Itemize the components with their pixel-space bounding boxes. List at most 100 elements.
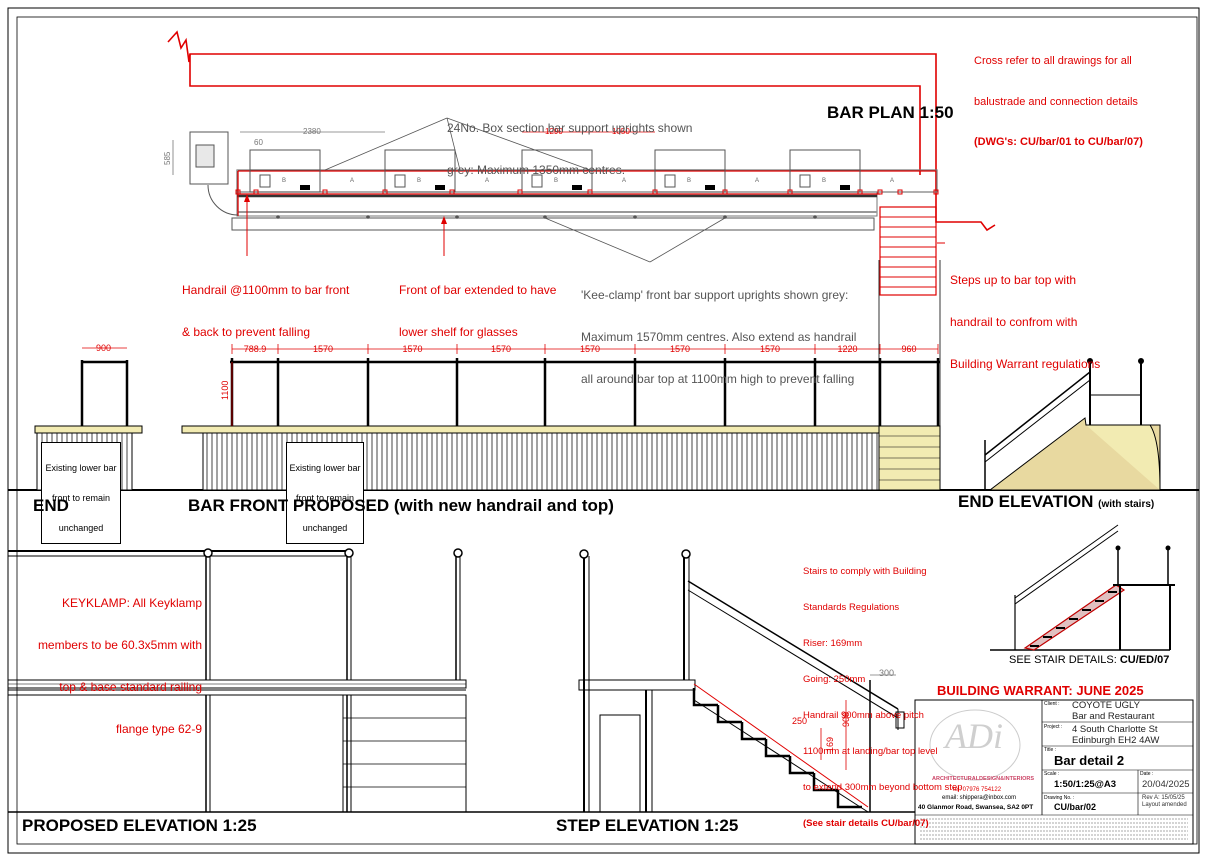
plan-upright-dot xyxy=(633,215,637,219)
plan-sink xyxy=(799,174,811,188)
end-bar-top xyxy=(34,425,143,434)
plan-unit-base xyxy=(654,169,726,193)
outer-border xyxy=(7,7,1200,854)
company-email: email: shippera@inbox.com xyxy=(942,795,1017,801)
proposed-elevation-title: PROPOSED ELEVATION 1:25 xyxy=(22,816,257,835)
dim-1050: 1050 xyxy=(612,127,630,136)
dim-2380: 2380 xyxy=(303,127,321,136)
end-elevation xyxy=(984,358,1161,491)
zone-label-a: A xyxy=(350,178,354,184)
inner-border xyxy=(16,16,1198,845)
title-value: Bar detail 2 xyxy=(1054,753,1125,768)
plan-post-marker xyxy=(449,189,455,195)
plan-sink xyxy=(664,174,676,188)
zone-label-b: B xyxy=(554,178,558,184)
zone-label-b: B xyxy=(822,178,826,184)
zone-label-b: B xyxy=(687,178,691,184)
plan-post-marker xyxy=(322,189,328,195)
dim-60: 60 xyxy=(254,138,263,147)
title-block xyxy=(914,699,1194,845)
keeclamp-note: 'Kee-clamp' front bar support uprights s… xyxy=(581,288,857,386)
logo-mark xyxy=(929,709,1021,781)
front-dim-label: 788.9 xyxy=(244,344,267,354)
plan-sink xyxy=(531,174,543,188)
plan-fitting xyxy=(840,185,850,190)
plan-sink xyxy=(394,174,406,188)
scale-label: Scale : xyxy=(1044,771,1060,777)
plan-unit xyxy=(789,149,861,171)
plan-post-marker xyxy=(652,189,658,195)
plan-upright-dot xyxy=(723,215,727,219)
plan-fitting xyxy=(435,185,445,190)
company-address: 40 Glanmor Road, Swansea, SA2 0PT xyxy=(918,804,1034,811)
stair-step xyxy=(812,773,838,792)
plan-post-marker xyxy=(517,189,523,195)
dim-250: 250 xyxy=(792,716,807,726)
title-label: Title : xyxy=(1044,747,1057,753)
date-value: 20/04/2025 xyxy=(1142,779,1190,790)
prop-post-cap xyxy=(453,548,463,558)
plan-upright-dot xyxy=(543,215,547,219)
existing-note-end: Existing lower bar front to remain uncha… xyxy=(41,442,121,544)
front-dim-label: 1570 xyxy=(313,344,333,354)
front-dim-label: 1570 xyxy=(580,344,600,354)
dim-end-900: 900 xyxy=(96,343,111,353)
keyklamp-note: KEYKLAMP: All Keyklamp members to be 60.… xyxy=(37,596,202,736)
uprights-note: 24No. Box section bar support uprights s… xyxy=(447,121,693,177)
dim-585: 585 xyxy=(163,151,172,165)
zone-label-a: A xyxy=(890,178,894,184)
corner-unit xyxy=(189,131,229,185)
plan-unit-base xyxy=(521,169,593,193)
dim-1290: 1290 xyxy=(545,127,563,136)
front-dim-label: 1570 xyxy=(670,344,690,354)
building-warrant-banner: BUILDING WARRANT: JUNE 2025 xyxy=(937,683,1144,698)
stair-step xyxy=(836,790,862,809)
plan-post-marker xyxy=(857,189,863,195)
dim-height-1100: 1100 xyxy=(220,381,230,400)
stair-detail-small xyxy=(990,524,1175,651)
handrail-note: Handrail @1100mm to bar front & back to … xyxy=(182,283,350,339)
project-value: 4 South Charlotte St Edinburgh EH2 4AW xyxy=(1072,724,1160,746)
main-bar-top xyxy=(181,425,880,434)
zone-label-a: A xyxy=(622,178,626,184)
plan-fitting xyxy=(705,185,715,190)
plan-unit-base xyxy=(249,169,321,193)
project-label: Project : xyxy=(1044,724,1063,730)
bar-plan-title: BAR PLAN 1:50 xyxy=(827,103,954,122)
drawing-label: Drawing No. : xyxy=(1044,795,1075,801)
plan-unit-base xyxy=(384,169,456,193)
plan-upright-dot xyxy=(366,215,370,219)
bar-front-title: BAR FRONT PROPOSED (with new handrail an… xyxy=(188,496,614,515)
plan-post-marker xyxy=(897,189,903,195)
company-tel: tel: 07976 754122 xyxy=(953,787,1002,793)
end-title: END xyxy=(33,496,69,515)
zone-label-b: B xyxy=(417,178,421,184)
plan-post-marker xyxy=(587,189,593,195)
client-label: Client : xyxy=(1044,701,1060,707)
plan-upright-dot xyxy=(455,215,459,219)
step-elevation-title: STEP ELEVATION 1:25 xyxy=(556,816,739,835)
stair-step xyxy=(692,688,718,707)
stair-step xyxy=(716,705,742,724)
stair-step xyxy=(740,722,766,741)
steps-note: Steps up to bar top with handrail to con… xyxy=(950,273,1101,371)
plan-unit xyxy=(249,149,321,171)
stair-step xyxy=(764,739,790,758)
logo-letters: ADi xyxy=(945,716,1003,756)
plan-post-marker xyxy=(235,189,241,195)
plan-post-marker xyxy=(722,189,728,195)
dim-169: 169 xyxy=(825,737,835,752)
plan-post-marker xyxy=(933,189,939,195)
plan-upright-dot xyxy=(276,215,280,219)
client-value: COYOTE UGLY Bar and Restaurant xyxy=(1072,700,1155,722)
plan-unit-base xyxy=(789,169,861,193)
plan-upright-dot xyxy=(813,215,817,219)
drawing-value: CU/bar/02 xyxy=(1054,802,1097,812)
plan-sink xyxy=(259,174,271,188)
see-stair-details: SEE STAIR DETAILS: CU/ED/07 xyxy=(1009,654,1170,666)
plan-unit xyxy=(384,149,456,171)
company-name: ARCHITECTURALDESIGN&INTERIORS xyxy=(932,776,1035,782)
